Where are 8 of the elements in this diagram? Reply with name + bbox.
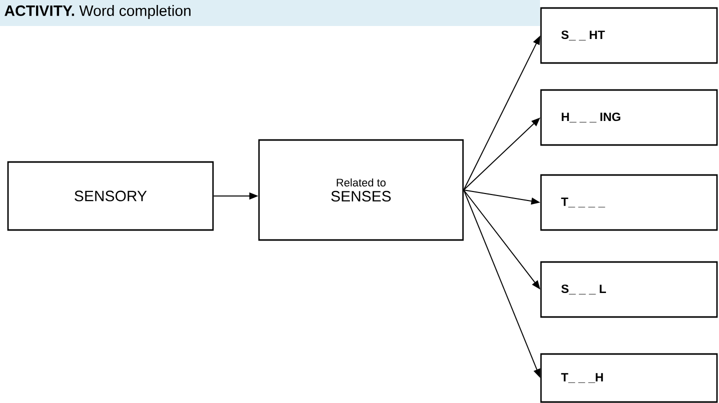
answer-box: S_ _ _ L — [540, 261, 718, 318]
answer-box: T_ _ _ _ — [540, 174, 718, 231]
definition-box: Related to SENSES — [258, 139, 464, 241]
title: ACTIVITY. Word completion — [4, 5, 190, 19]
term-box: SENSORY — [7, 161, 214, 231]
answer-box: T_ _ _H — [540, 353, 718, 403]
answer-box: S_ _ HT — [540, 7, 718, 64]
answer-box: H_ _ _ ING — [540, 89, 718, 146]
